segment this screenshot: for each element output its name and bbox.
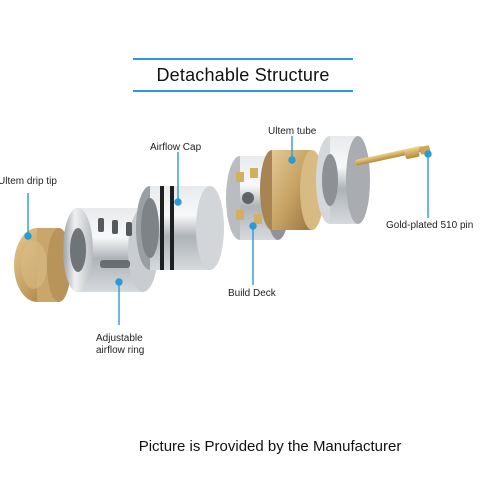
label-airflow-cap: Airflow Cap [150, 142, 202, 153]
title-rule-bottom [133, 90, 353, 92]
ultem-tube [260, 150, 324, 230]
label-airflow-ring-line1: Adjustable [96, 333, 143, 344]
callouts [24, 136, 432, 325]
gold-510-pin [354, 145, 431, 166]
callout-dot-airflow-ring [115, 278, 123, 286]
drip-tip [14, 228, 71, 302]
callout-dot-pin [424, 150, 432, 158]
label-drip-tip: Ultem drip tip [0, 176, 57, 187]
callout-dot-drip-tip [24, 232, 32, 240]
label-airflow-ring-line2: airflow ring [96, 345, 145, 356]
callout-dot-build-deck [249, 222, 257, 230]
top-cap [316, 136, 370, 224]
airflow-cap [136, 186, 224, 270]
label-ultem-tube: Ultem tube [268, 126, 317, 137]
title-rule-top [133, 58, 353, 60]
title-block: Detachable Structure [133, 58, 353, 92]
diagram-title: Detachable Structure [156, 65, 330, 85]
label-build-deck: Build Deck [228, 288, 276, 299]
callout-dot-airflow-cap [174, 198, 182, 206]
callout-dot-ultem-tube [288, 156, 296, 164]
footer-credit: Picture is Provided by the Manufacturer [138, 438, 402, 455]
label-510-pin: Gold-plated 510 pin [386, 220, 474, 231]
